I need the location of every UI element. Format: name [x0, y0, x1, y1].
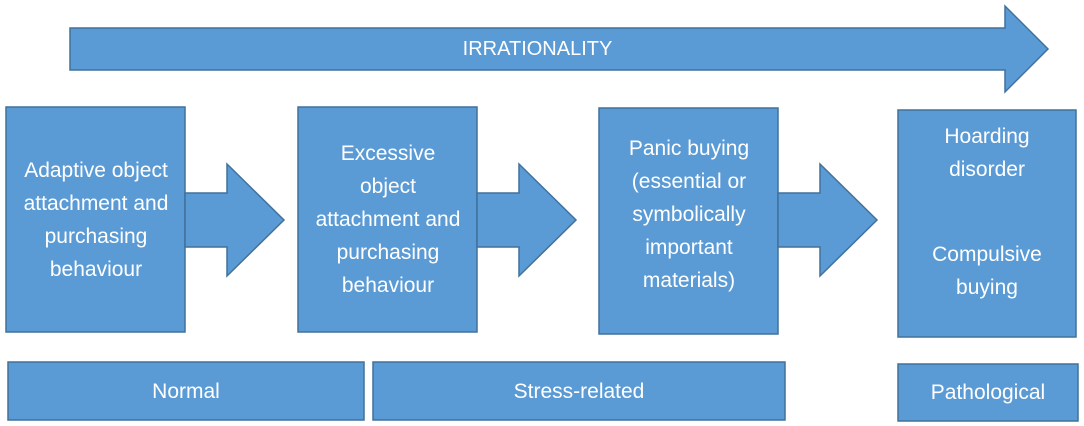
stage-label-excessive: Excessive object attachment and purchasi… — [315, 142, 461, 297]
category-label-stress: Stress-related — [513, 379, 645, 403]
stage-label-adaptive: Adaptive object attachment and purchasin… — [23, 158, 169, 281]
category-bar-pathological — [897, 363, 1079, 422]
stage-box-pathological — [897, 109, 1077, 338]
connector-arrow-2 — [476, 162, 578, 278]
stage-box-panic — [598, 107, 779, 335]
category-label-normal: Normal — [152, 379, 220, 403]
compulsive-buying-label: Compulsive buying — [932, 243, 1042, 299]
connector-arrow-3 — [777, 162, 879, 278]
irrationality-arrow — [69, 4, 1050, 94]
connector-arrow-1 — [184, 162, 286, 278]
category-label-pathological: Pathological — [930, 381, 1046, 404]
category-bar-stress — [372, 361, 786, 421]
hoarding-disorder-label: Hoarding disorder — [944, 125, 1030, 181]
stage-label-panic: Panic buying (essential or symbolically … — [628, 136, 750, 292]
irrationality-label: IRRATIONALITY — [462, 37, 613, 60]
stage-box-excessive — [297, 106, 478, 333]
stage-label-pathological: Hoarding disorder Compulsive buying — [898, 110, 1076, 337]
stage-box-adaptive — [5, 106, 186, 333]
category-bar-normal — [7, 361, 365, 421]
